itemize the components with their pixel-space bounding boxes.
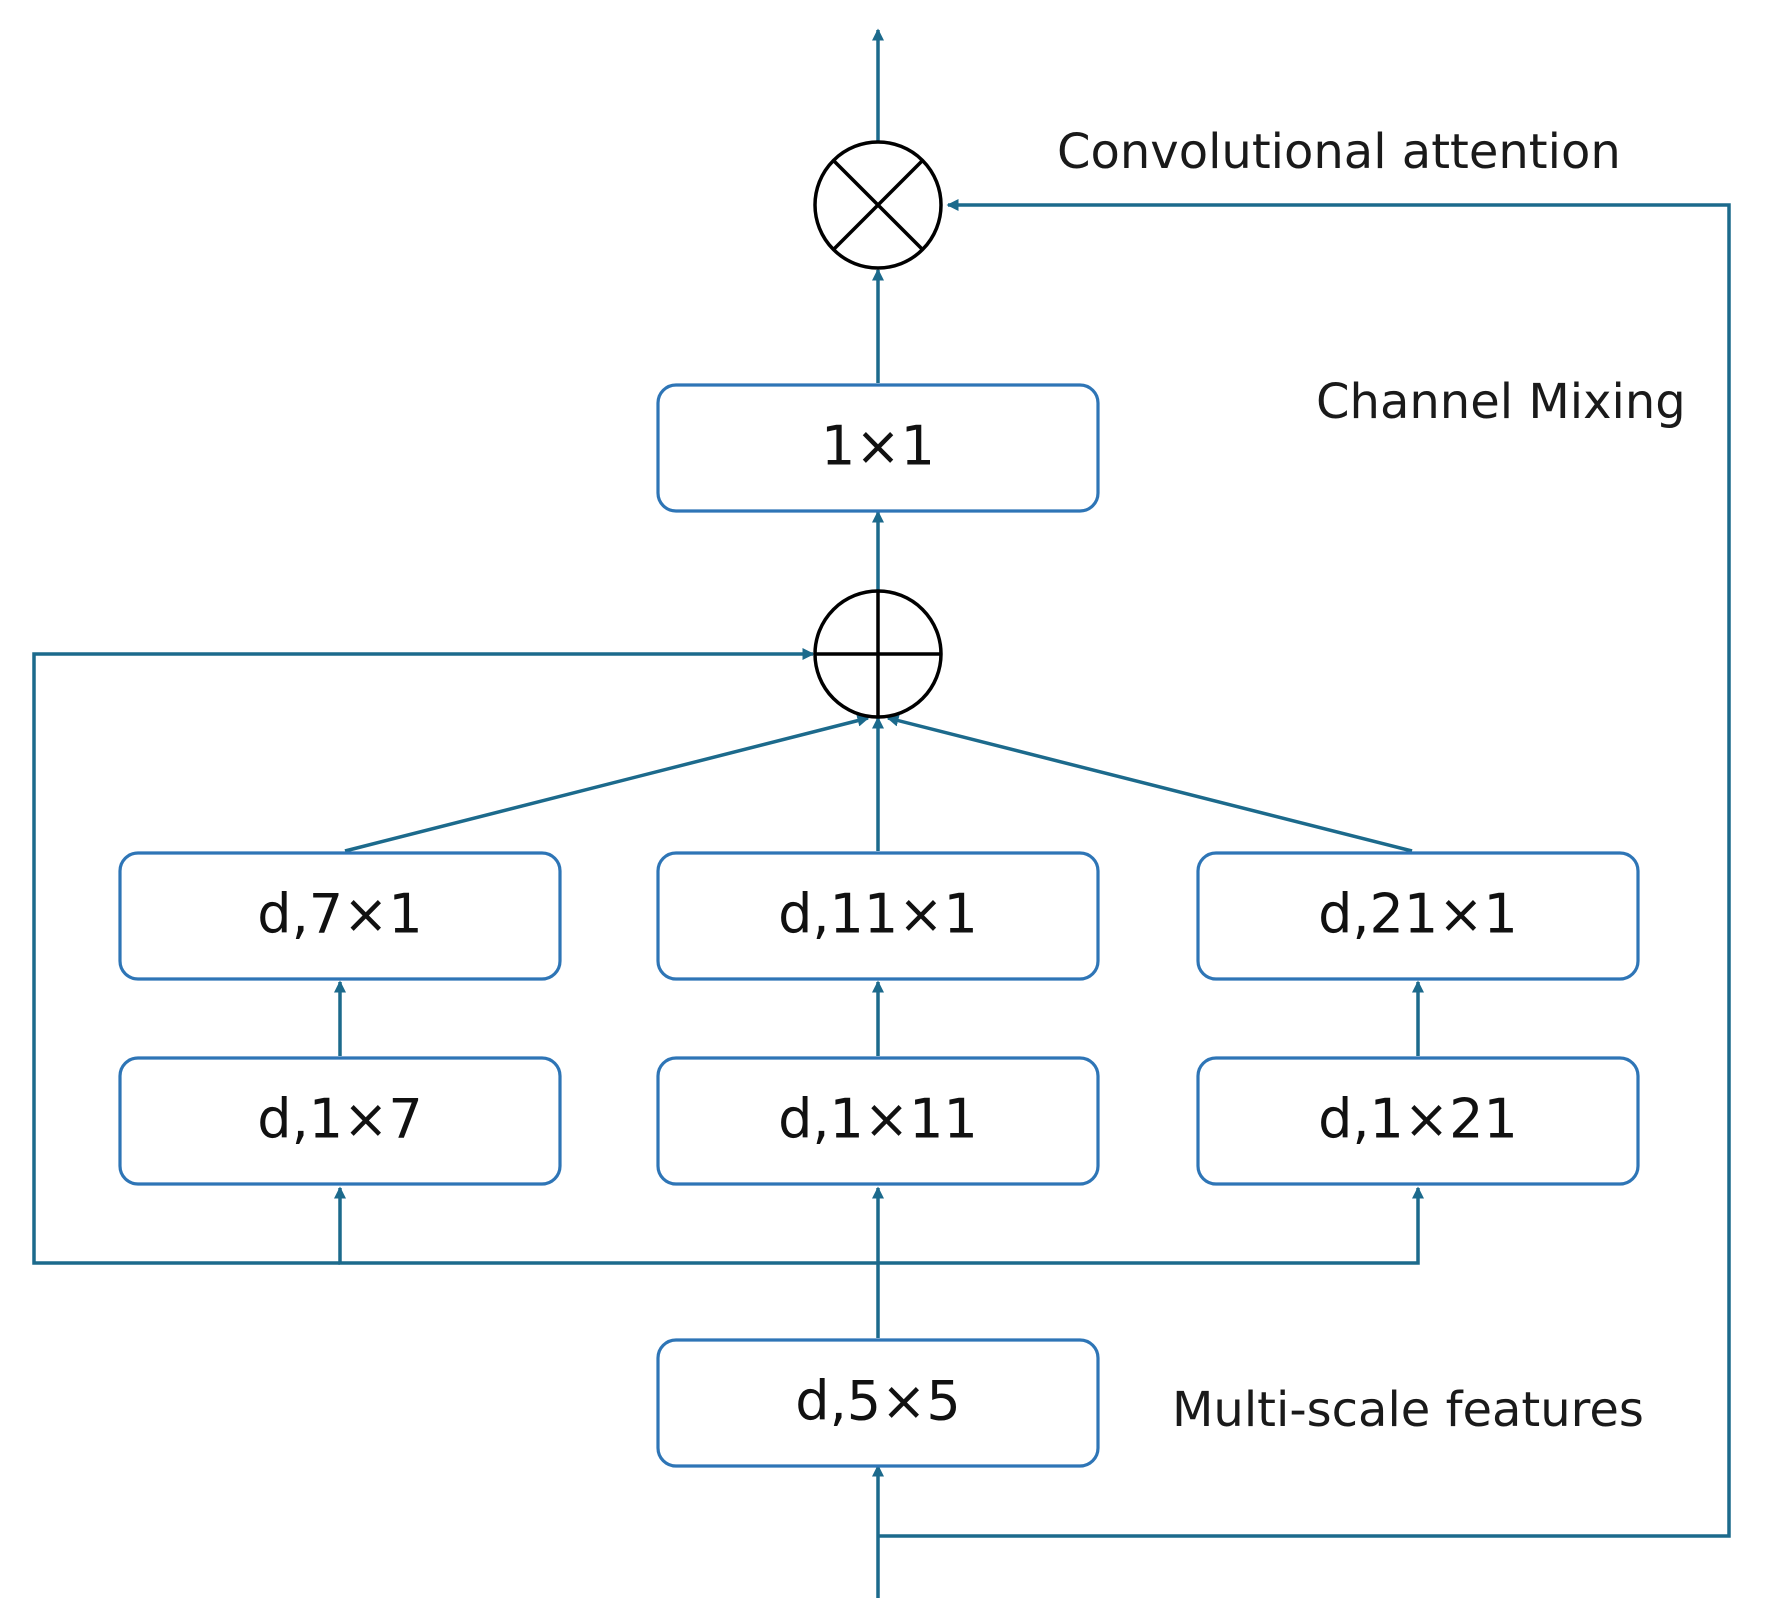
node-branch-7-first-label: d,1×7 bbox=[257, 1088, 422, 1151]
edge-branch-bus-to-7 bbox=[334, 1186, 878, 1265]
node-depthwise-5x5: d,5×5 bbox=[656, 1338, 1100, 1468]
node-branch-7-second-label: d,7×1 bbox=[257, 883, 422, 946]
node-conv-1x1: 1×1 bbox=[656, 383, 1100, 513]
node-branch-7-first: d,1×7 bbox=[118, 1056, 562, 1186]
edge-input-skip-to-multiply bbox=[878, 199, 1731, 1538]
node-branch-11-first-label: d,1×11 bbox=[778, 1088, 978, 1151]
node-branch-21-second-label: d,21×1 bbox=[1318, 883, 1518, 946]
label-convolutional-attention: Convolutional attention bbox=[1057, 124, 1621, 180]
label-channel-mixing: Channel Mixing bbox=[1316, 374, 1686, 430]
node-branch-7-second: d,7×1 bbox=[118, 851, 562, 981]
edge-branch-bus-to-21 bbox=[878, 1186, 1424, 1265]
node-branch-11-second: d,11×1 bbox=[656, 851, 1100, 981]
edge-skip-to-add bbox=[32, 648, 815, 1265]
add-operator bbox=[813, 589, 943, 719]
node-conv-1x1-label: 1×1 bbox=[821, 415, 935, 478]
node-branch-11-second-label: d,11×1 bbox=[778, 883, 978, 946]
node-depthwise-5x5-label: d,5×5 bbox=[795, 1370, 960, 1433]
edges bbox=[32, 28, 1731, 1598]
node-branch-21-first: d,1×21 bbox=[1196, 1056, 1640, 1186]
node-branch-11-first: d,1×11 bbox=[656, 1056, 1100, 1186]
edge-branch-7-to-add bbox=[344, 714, 870, 853]
multiply-operator bbox=[813, 140, 943, 270]
edge-branch-21-to-add bbox=[886, 714, 1413, 853]
node-branch-21-second: d,21×1 bbox=[1196, 851, 1640, 981]
label-multi-scale-features: Multi-scale features bbox=[1172, 1382, 1644, 1438]
node-branch-21-first-label: d,1×21 bbox=[1318, 1088, 1518, 1151]
